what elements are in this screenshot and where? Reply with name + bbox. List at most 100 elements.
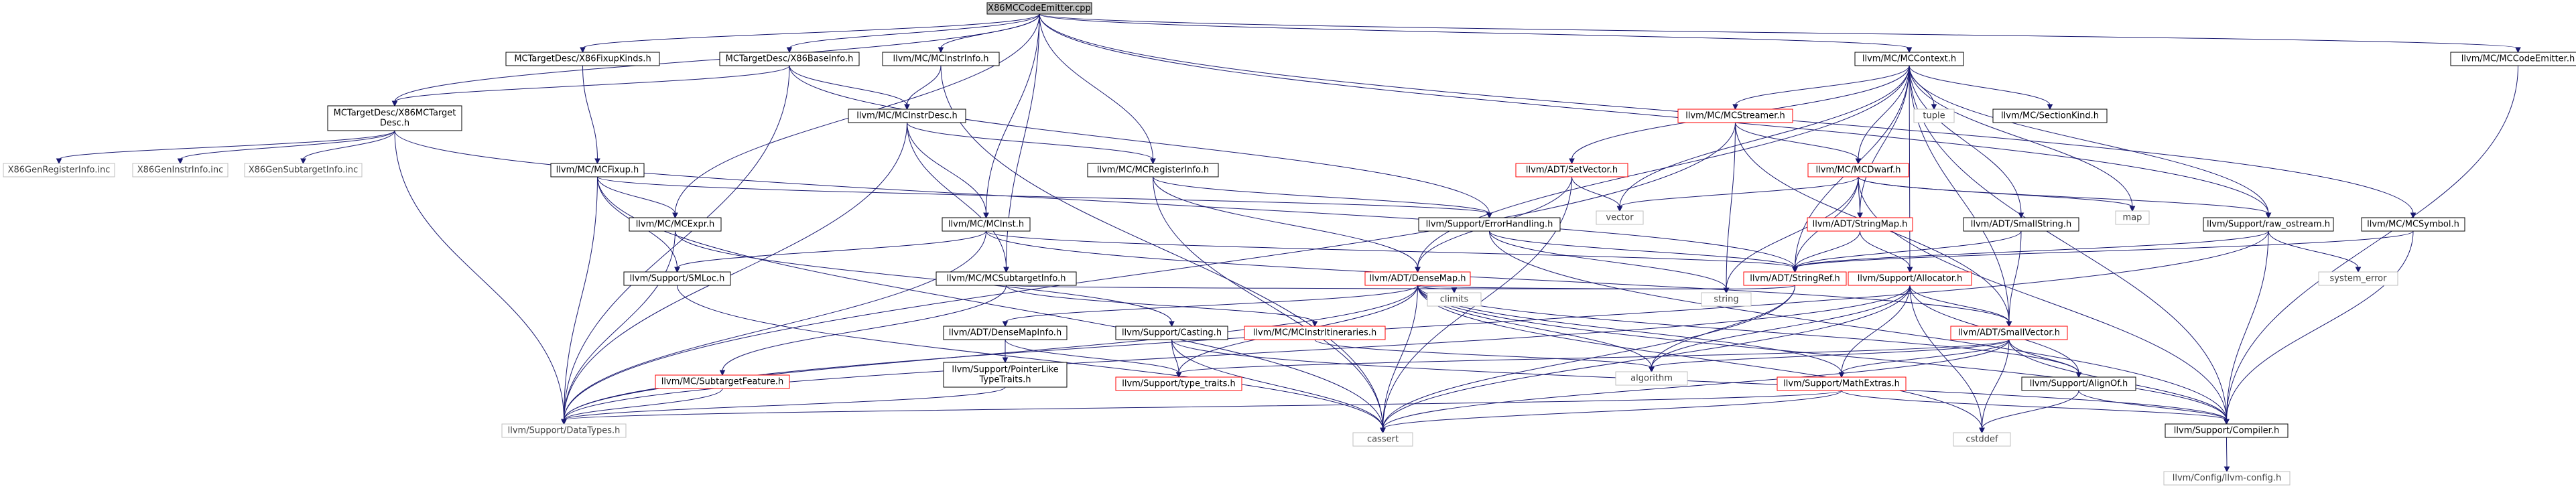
- node-rawostream[interactable]: llvm/Support/raw_ostream.h: [2203, 217, 2334, 232]
- edge-x86mctargetdesc-datatypes: [394, 130, 564, 421]
- edge-mcinstrinfo-mcinstrdesc: [907, 65, 942, 106]
- node-casting[interactable]: llvm/Support/Casting.h: [1115, 326, 1228, 340]
- node-label: vector: [1606, 213, 1634, 223]
- edge-arrowhead: [56, 158, 62, 165]
- edge-stringmap-stringref: [1795, 230, 1860, 269]
- edge-mcfixup-errorhandling: [597, 176, 1490, 214]
- edge-smloc-cassert: [677, 285, 1383, 429]
- edge-mcstreamer-mcdwarf: [1735, 122, 1859, 160]
- node-box: [1515, 163, 1628, 178]
- edge-mcfixup-mcexpr: [597, 176, 675, 214]
- node-box: [1115, 326, 1228, 340]
- edge-stringmap-allocator: [1860, 230, 1911, 269]
- node-box: [2115, 210, 2150, 225]
- node-box: [848, 109, 966, 123]
- edge-arrowhead: [391, 100, 398, 107]
- node-mcsectionkind[interactable]: llvm/MC/SectionKind.h: [1992, 109, 2108, 123]
- edge-smallvector-typetraits: [1178, 339, 2010, 374]
- node-mcsymbol[interactable]: llvm/MC/MCSymbol.h: [2361, 217, 2465, 232]
- node-label: cstddef: [1966, 435, 1998, 445]
- node-box: [3, 163, 115, 178]
- edge-mcdwarf-map: [1858, 176, 2133, 208]
- edge-x86mctargetdesc-gensubtargetinfo: [303, 130, 395, 160]
- node-mcinstrinfo[interactable]: llvm/MC/MCInstrInfo.h: [882, 52, 1000, 66]
- edge-arrowhead: [672, 212, 678, 219]
- edge-mccontext-smallstring: [1909, 65, 2022, 214]
- edge-allocator-algorithm: [1651, 285, 1911, 368]
- node-densemap[interactable]: llvm/ADT/DenseMap.h: [1364, 271, 1471, 286]
- edge-arrowhead: [1415, 267, 1421, 273]
- node-mcdwarf[interactable]: llvm/MC/MCDwarf.h: [1807, 163, 1909, 178]
- edge-mcinstrdesc-mcsubtargetinfo: [907, 122, 1007, 269]
- node-compiler[interactable]: llvm/Support/Compiler.h: [2165, 423, 2289, 438]
- node-mcregisterinfo[interactable]: llvm/MC/MCRegisterInfo.h: [1087, 163, 1219, 178]
- edge-arrowhead: [1003, 267, 1009, 273]
- node-errorhandling[interactable]: llvm/Support/ErrorHandling.h: [1418, 217, 1561, 232]
- node-smallvector[interactable]: llvm/ADT/SmallVector.h: [1950, 326, 2068, 340]
- node-setvector[interactable]: llvm/ADT/SetVector.h: [1515, 163, 1628, 178]
- node-smallstring[interactable]: llvm/ADT/SmallString.h: [1963, 217, 2079, 232]
- edge-densemapinfo-typetraits: [1005, 339, 1179, 374]
- edge-arrowhead: [1569, 158, 1575, 165]
- node-box: [244, 163, 363, 178]
- edge-mcsubtargetinfo-mcinstritin: [1006, 285, 1315, 323]
- node-box: [719, 52, 860, 66]
- node-allocator[interactable]: llvm/Support/Allocator.h: [1848, 271, 1972, 286]
- edge-mcinst-datatypes: [564, 230, 986, 421]
- edge-arrowhead: [983, 212, 989, 219]
- node-alignof[interactable]: llvm/Support/AlignOf.h: [2021, 376, 2136, 391]
- node-mcfixup[interactable]: llvm/MC/MCFixup.h: [550, 163, 645, 178]
- edge-subtargetfeature-datatypes: [564, 388, 723, 421]
- node-mcexpr[interactable]: llvm/MC/MCExpr.h: [629, 217, 722, 232]
- node-fixupkinds[interactable]: MCTargetDesc/X86FixupKinds.h: [505, 52, 660, 66]
- node-label: cassert: [1367, 435, 1399, 445]
- node-label: llvm/ADT/SmallVector.h: [1958, 328, 2060, 338]
- edge-arrowhead: [594, 158, 600, 165]
- node-baseinfo[interactable]: MCTargetDesc/X86BaseInfo.h: [719, 52, 860, 66]
- node-stringref[interactable]: llvm/ADT/StringRef.h: [1743, 271, 1847, 286]
- node-label: llvm/MC/SectionKind.h: [2001, 111, 2099, 121]
- edge-baseinfo-mcinstrdesc: [789, 65, 907, 106]
- node-box: [1615, 371, 1688, 386]
- edge-mcinst-smallvector: [986, 230, 2010, 323]
- node-box: [1418, 217, 1561, 232]
- node-label: llvm/Support/type_traits.h: [1122, 379, 1236, 389]
- node-root[interactable]: X86MCCodeEmitter.cpp: [986, 2, 1092, 15]
- edge-arrowhead: [2006, 321, 2012, 328]
- node-mcsubtargetinfo[interactable]: llvm/MC/MCSubtargetInfo.h: [936, 271, 1077, 286]
- edge-allocator-datatypes: [564, 285, 1911, 421]
- node-label: llvm/MC/MCSubtargetInfo.h: [947, 274, 1066, 284]
- edge-mccontext-mcstreamer: [1735, 65, 1910, 106]
- node-mccodeemitter[interactable]: llvm/MC/MCCodeEmitter.h: [2450, 52, 2576, 66]
- edge-mcinstrdesc-datatypes: [564, 122, 907, 421]
- node-typetraits[interactable]: llvm/Support/type_traits.h: [1115, 376, 1242, 391]
- node-mccontext[interactable]: llvm/MC/MCContext.h: [1854, 52, 1964, 66]
- node-box: [1777, 376, 1907, 391]
- node-stringmap[interactable]: llvm/ADT/StringMap.h: [1807, 217, 1913, 232]
- edge-fixupkinds-mcfixup: [582, 65, 598, 160]
- edge-mcsymbol-compiler: [2226, 230, 2414, 421]
- node-smloc[interactable]: llvm/Support/SMLoc.h: [623, 271, 731, 286]
- node-box: [936, 271, 1077, 286]
- edge-stringref-string: [1726, 285, 1795, 289]
- edge-arrowhead: [1311, 321, 1318, 328]
- node-mcinst[interactable]: llvm/MC/MCInst.h: [942, 217, 1031, 232]
- node-mcstreamer[interactable]: llvm/MC/MCStreamer.h: [1677, 109, 1793, 123]
- node-densemapinfo[interactable]: llvm/ADT/DenseMapInfo.h: [943, 326, 1068, 340]
- edge-mccontext-allocator: [1909, 65, 1911, 269]
- edge-arrowhead: [2075, 372, 2082, 378]
- node-label: llvm/MC/MCInstrInfo.h: [893, 54, 989, 64]
- node-mcinstritin[interactable]: llvm/MC/MCInstrItineraries.h: [1244, 326, 1386, 340]
- edge-arrowhead: [2129, 206, 2136, 212]
- edge-mcinst-smloc: [677, 230, 986, 269]
- node-box: [1854, 52, 1964, 66]
- node-mcinstrdesc[interactable]: llvm/MC/MCInstrDesc.h: [848, 109, 966, 123]
- edge-root-rawostream: [1039, 13, 2269, 214]
- edge-mccontext-mcsectionkind: [1909, 65, 2051, 106]
- node-subtargetfeature[interactable]: llvm/MC/SubtargetFeature.h: [655, 374, 790, 389]
- node-mathextras[interactable]: llvm/Support/MathExtras.h: [1777, 376, 1907, 391]
- node-box: [1596, 210, 1644, 225]
- edge-densemap-string: [1417, 285, 1727, 289]
